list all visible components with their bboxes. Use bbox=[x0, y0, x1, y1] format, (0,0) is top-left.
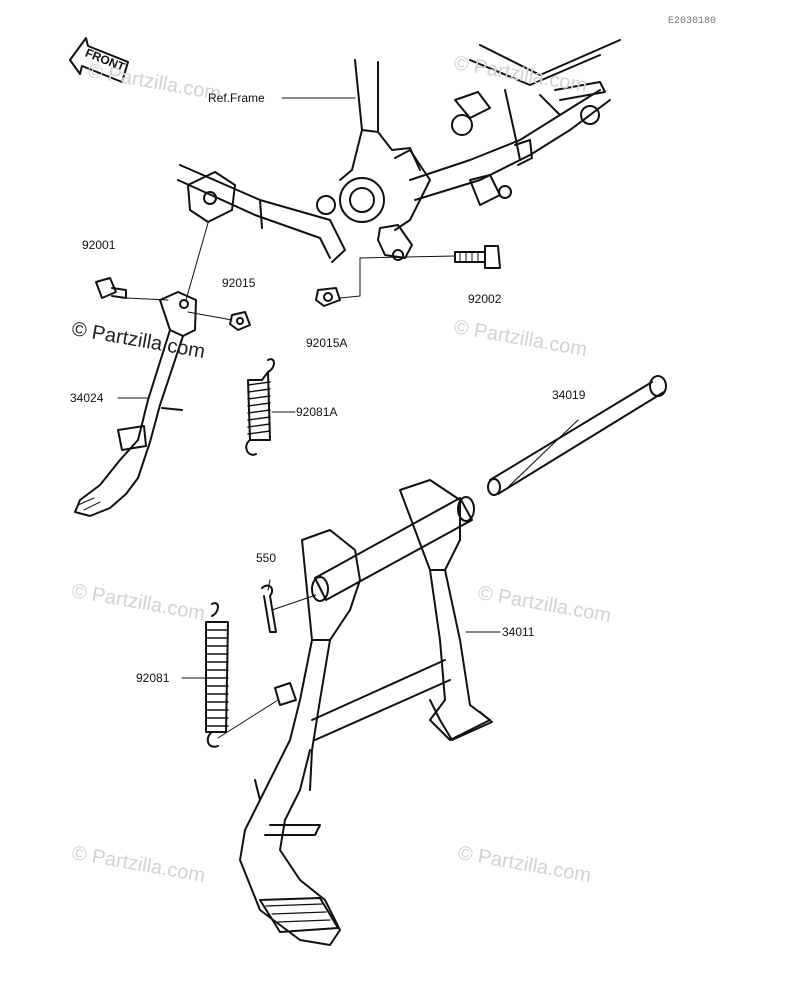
part-label-92002: 92002 bbox=[468, 292, 502, 306]
part-label-92015a: 92015A bbox=[306, 336, 348, 350]
frame-drawing bbox=[177, 39, 621, 263]
part-label-550: 550 bbox=[256, 551, 277, 565]
nut-92015a-icon bbox=[315, 287, 341, 307]
part-label-34011: 34011 bbox=[502, 625, 535, 639]
part-label-92001: 92001 bbox=[82, 238, 116, 252]
diagram-code: E2030180 bbox=[668, 16, 717, 27]
part-label-34024: 34024 bbox=[70, 391, 104, 405]
center-stand-34011-icon bbox=[239, 479, 493, 946]
part-label-34019: 34019 bbox=[552, 388, 586, 402]
nut-92015-icon bbox=[229, 311, 251, 331]
part-label-92015: 92015 bbox=[222, 276, 256, 290]
bolt-92001-icon bbox=[95, 277, 127, 299]
spring-92081a-icon bbox=[245, 358, 275, 456]
shaft-34019-icon bbox=[487, 375, 667, 496]
part-label-92081: 92081 bbox=[136, 671, 170, 685]
ref-frame-label: Ref.Frame bbox=[208, 91, 265, 105]
side-stand-34024-icon bbox=[74, 291, 197, 517]
bolt-92002-icon bbox=[454, 245, 501, 269]
spring-92081-icon bbox=[205, 602, 229, 748]
cotter-pin-550-icon bbox=[261, 584, 277, 633]
part-label-92081a: 92081A bbox=[296, 405, 338, 419]
